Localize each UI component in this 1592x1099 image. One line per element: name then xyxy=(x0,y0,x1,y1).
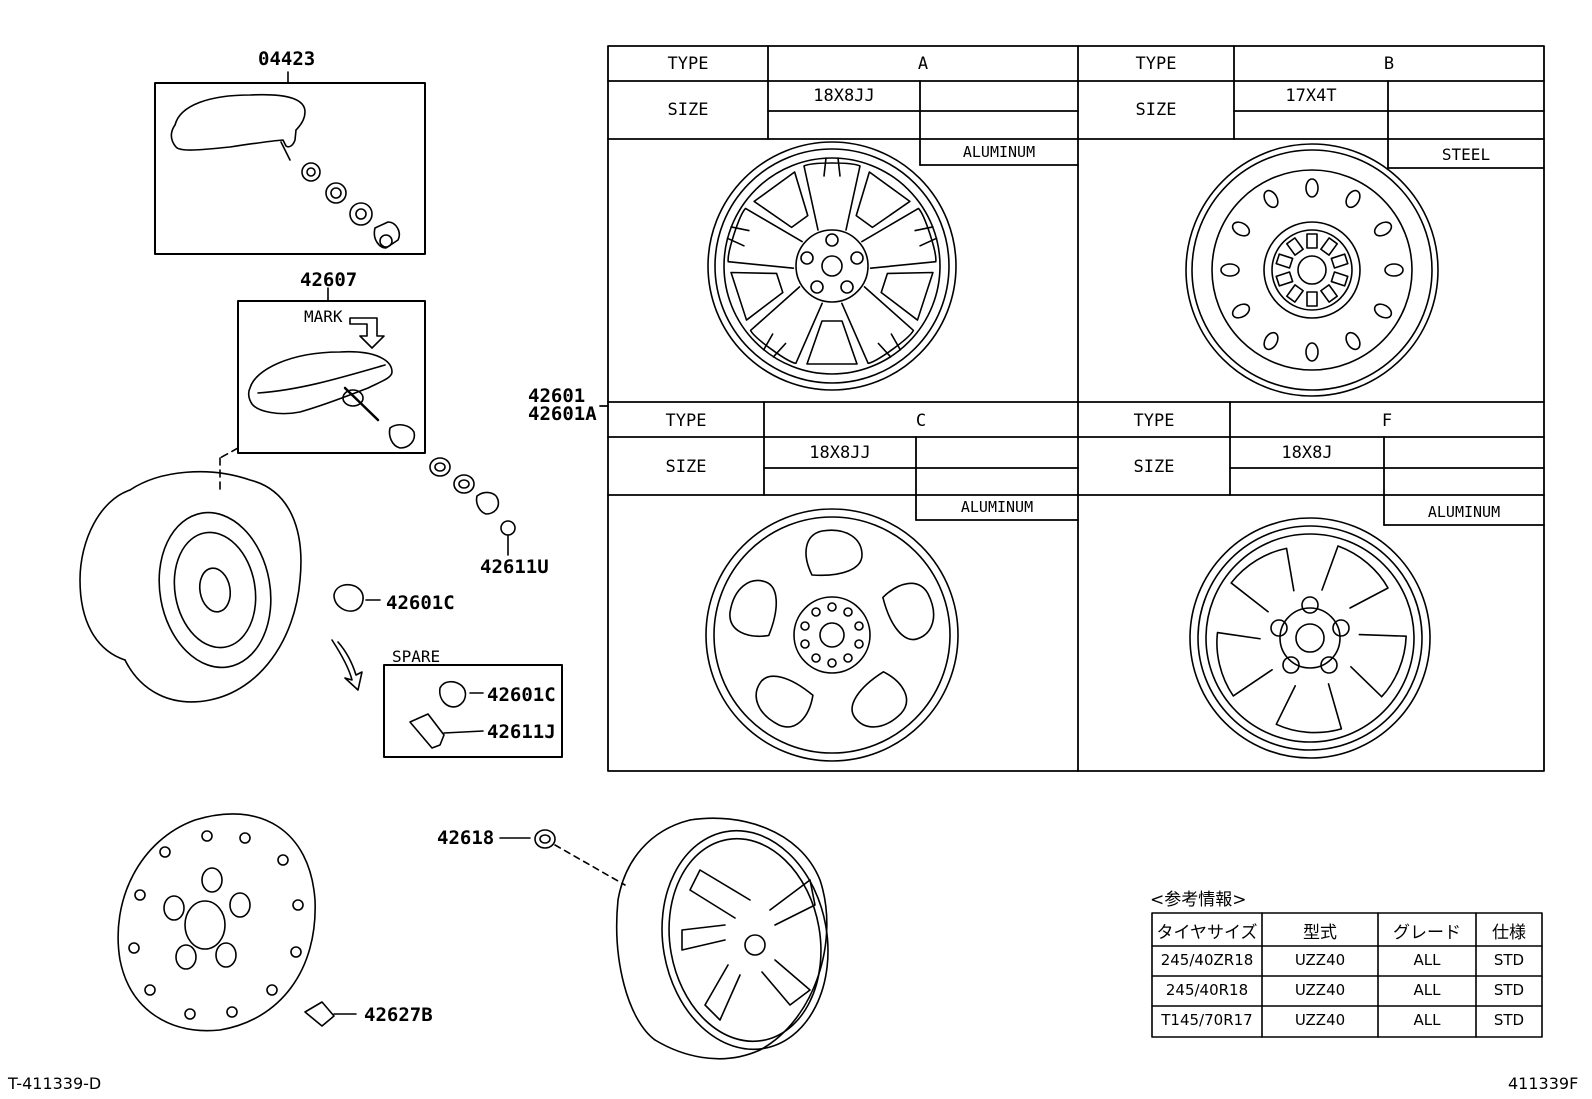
sensor-42607-drawing xyxy=(219,287,426,491)
type-label-c: TYPE xyxy=(665,411,707,431)
footer-left-code: T-411339-D xyxy=(8,1074,102,1093)
spare-label: SPARE xyxy=(392,647,441,666)
ref-row2-spec: STD xyxy=(1493,981,1525,999)
ref-row2-tire: 245/40R18 xyxy=(1165,981,1249,999)
ref-row1-spec: STD xyxy=(1493,951,1525,969)
material-f: ALUMINUM xyxy=(1427,503,1501,521)
size-label-a: SIZE xyxy=(667,100,709,120)
nut-42601C-drawing xyxy=(331,583,381,691)
ref-row3-model: UZZ40 xyxy=(1294,1011,1346,1029)
part-number-42601A: 42601A xyxy=(528,403,597,425)
ref-row1-tire: 245/40ZR18 xyxy=(1160,951,1254,969)
size-value-b: 17X4T xyxy=(1285,86,1337,106)
wheel-type-a-drawing xyxy=(707,141,957,391)
footer-right-code: 411339F xyxy=(1508,1074,1579,1093)
valve-parts-42611U-drawing xyxy=(429,457,516,556)
size-label-c: SIZE xyxy=(665,457,707,477)
ref-header-spec: 仕様 xyxy=(1492,923,1526,943)
mark-label: MARK xyxy=(304,307,343,326)
ref-row3-spec: STD xyxy=(1493,1011,1525,1029)
part-number-42601: 42601 xyxy=(528,385,586,407)
type-value-b: B xyxy=(1383,54,1395,74)
aluminum-wheel-drawing xyxy=(499,817,829,1060)
ref-row3-tire: T145/70R17 xyxy=(1161,1011,1253,1029)
type-label-a: TYPE xyxy=(667,54,709,74)
part-number-42601C: 42601C xyxy=(386,592,455,614)
ref-header-tire-size: タイヤサイズ xyxy=(1156,923,1258,943)
ref-row1-model: UZZ40 xyxy=(1294,951,1346,969)
size-label-b: SIZE xyxy=(1135,100,1177,120)
type-label-b: TYPE xyxy=(1135,54,1177,74)
material-a: ALUMINUM xyxy=(962,143,1036,161)
size-value-f: 18X8J xyxy=(1281,443,1333,463)
spare-box-drawing xyxy=(383,664,563,758)
wheel-table-grid xyxy=(599,45,1545,772)
ref-row2-grade: ALL xyxy=(1413,981,1441,999)
reference-table-grid xyxy=(1151,912,1543,1038)
type-value-c: C xyxy=(915,411,927,431)
sensor-kit-04423-drawing xyxy=(154,71,426,255)
part-number-04423: 04423 xyxy=(258,48,316,70)
wheel-type-c-drawing xyxy=(705,508,959,762)
size-value-a: 18X8JJ xyxy=(813,86,875,106)
part-number-42627B: 42627B xyxy=(364,1004,433,1026)
ref-row3-grade: ALL xyxy=(1413,1011,1441,1029)
part-number-42601C-spare: 42601C xyxy=(487,684,556,706)
wheel-type-b-drawing xyxy=(1185,143,1439,397)
ref-header-model: 型式 xyxy=(1303,923,1337,943)
ref-header-grade: グレード xyxy=(1393,923,1461,943)
size-label-f: SIZE xyxy=(1133,457,1175,477)
material-b: STEEL xyxy=(1441,145,1491,164)
part-number-42611U: 42611U xyxy=(480,556,549,578)
type-label-f: TYPE xyxy=(1133,411,1175,431)
tire-drawing xyxy=(79,470,302,703)
type-value-a: A xyxy=(917,54,929,74)
wheel-cap-drawing xyxy=(117,813,357,1032)
part-number-42607: 42607 xyxy=(300,269,358,291)
part-number-42611J: 42611J xyxy=(487,721,556,743)
reference-title: <参考情報> xyxy=(1150,890,1247,910)
ref-row1-grade: ALL xyxy=(1413,951,1441,969)
size-value-c: 18X8JJ xyxy=(809,443,871,463)
wheel-type-f-drawing xyxy=(1189,517,1431,760)
ref-row2-model: UZZ40 xyxy=(1294,981,1346,999)
part-number-42618: 42618 xyxy=(437,827,495,849)
type-value-f: F xyxy=(1381,411,1393,431)
material-c: ALUMINUM xyxy=(960,498,1034,516)
